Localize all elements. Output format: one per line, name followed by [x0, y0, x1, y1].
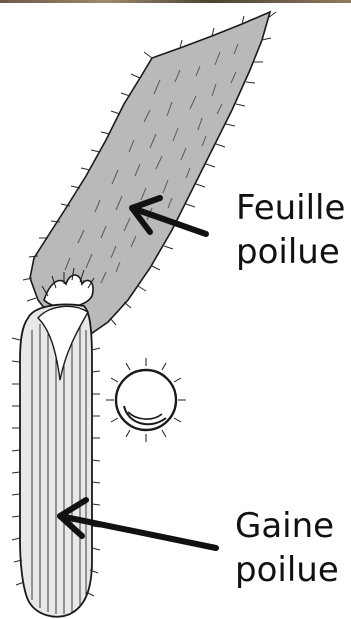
leaf-label-line2: poilue [236, 230, 345, 274]
leaf-label: Feuille poilue [236, 186, 345, 274]
sheath-label: Gaine poilue [235, 504, 339, 592]
sheath-cross-section [106, 358, 186, 442]
leaf-label-line1: Feuille [236, 186, 345, 230]
sheath-label-line1: Gaine [235, 504, 339, 548]
sheath-label-line2: poilue [235, 548, 339, 592]
